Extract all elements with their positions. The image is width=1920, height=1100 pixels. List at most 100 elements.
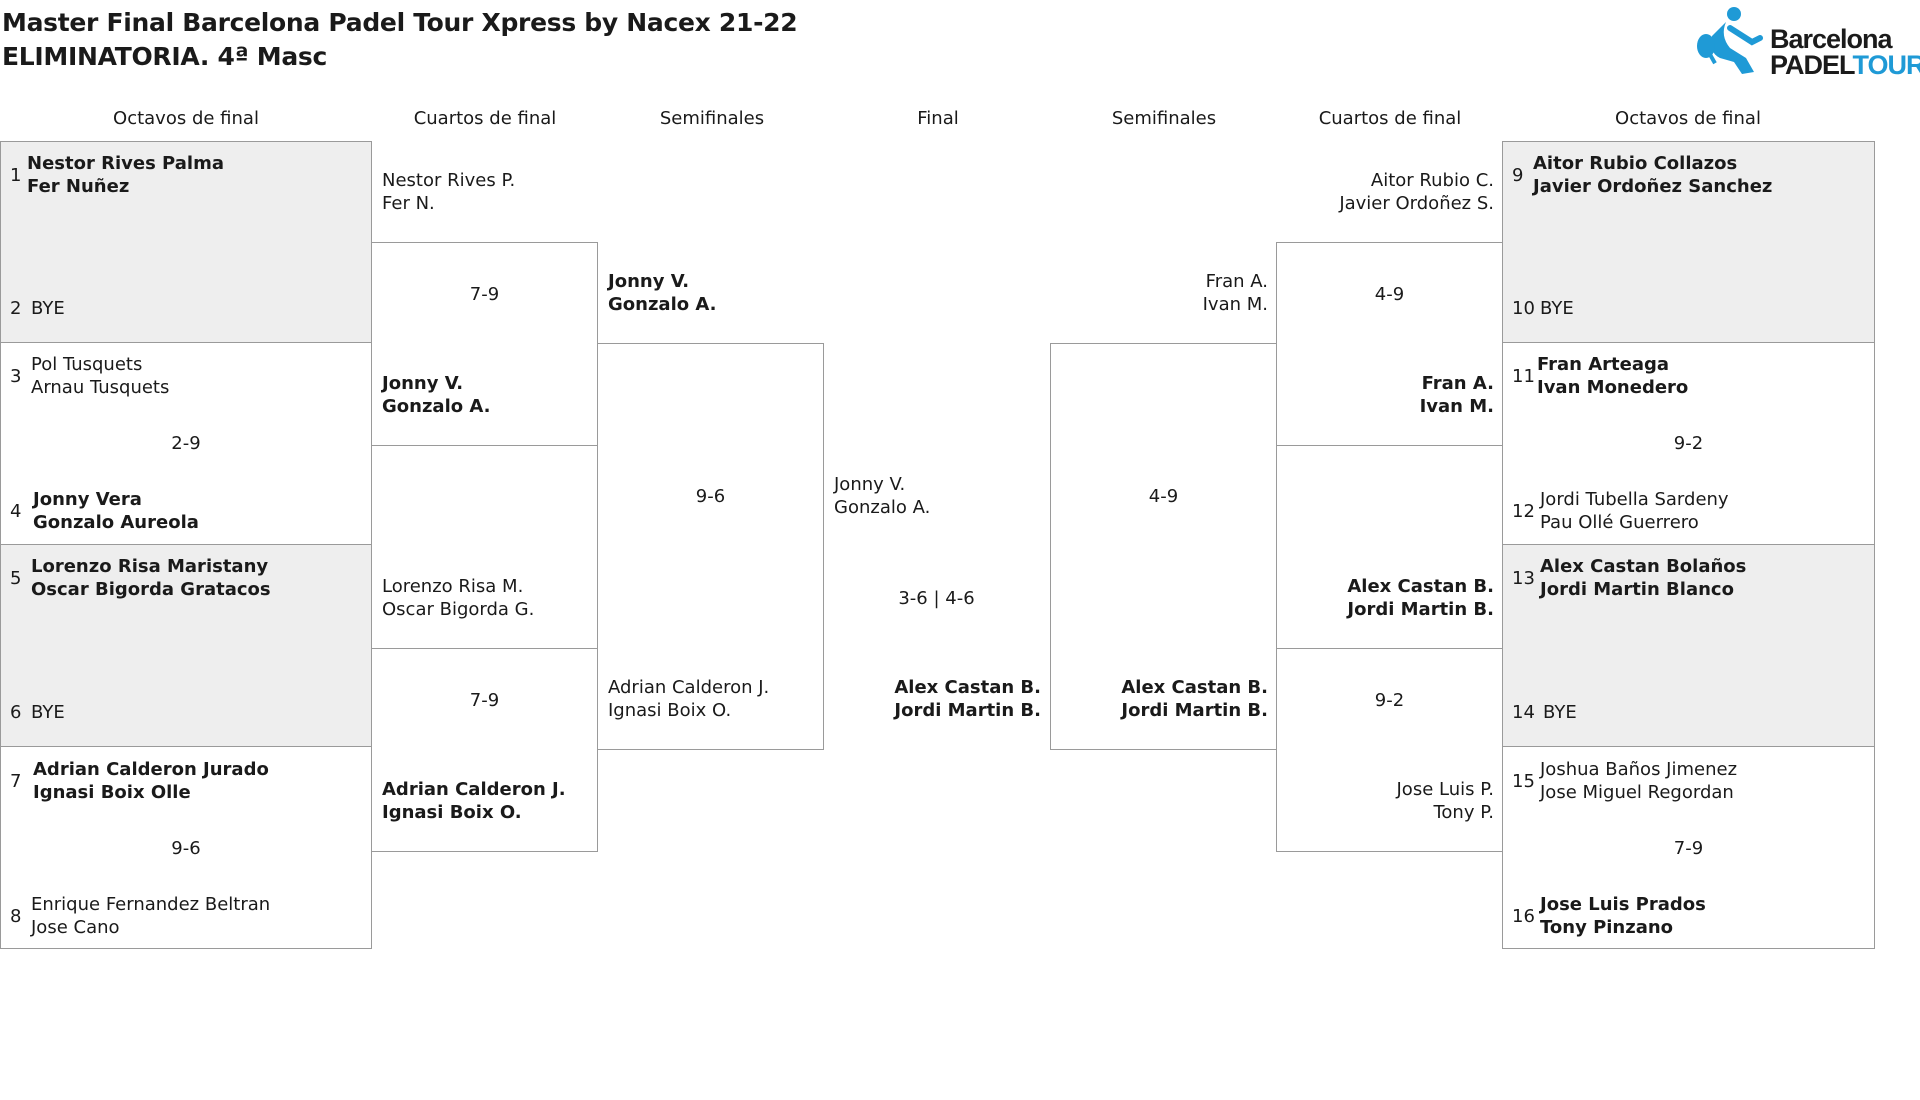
team-name: Jordi Martin Blanco [1540,579,1734,600]
seed-number: 6 [10,702,22,723]
team-name: Tony Pinzano [1540,917,1674,938]
seed-number: 7 [10,771,22,792]
col-final: Final [917,108,959,129]
logo-line2: PADELTOUR [1770,50,1920,80]
match-score: 7-9 [1673,838,1704,859]
match-score: 7-9 [469,284,500,305]
team-name: BYE [1543,702,1577,723]
match-score: 7-9 [469,690,500,711]
team-name: Pol Tusquets [31,354,143,375]
team-name: BYE [1540,298,1574,319]
match-box-r16-l1 [0,141,372,343]
team-name: Enrique Fernandez Beltran [31,894,271,915]
seed-number: 12 [1512,501,1535,522]
team-name: Alex Castan Bolaños [1540,556,1747,577]
match-score: 9-2 [1673,433,1704,454]
seed-number: 3 [10,366,22,387]
team-name: Alex Castan B. [1347,576,1494,597]
team-name: Jose Luis P. [1396,779,1495,800]
col-right-qf: Cuartos de final [1318,108,1462,129]
team-name: Jordi Martin B. [1347,599,1494,620]
team-name: Jose Cano [31,917,120,938]
col-left-sf: Semifinales [659,108,765,129]
team-name: Ivan Monedero [1537,377,1689,398]
team-name: Gonzalo A. [382,396,491,417]
team-name: Lorenzo Risa M. [382,576,524,597]
team-name: Adrian Calderon Jurado [33,759,269,780]
seed-number: 2 [10,298,22,319]
match-box-r16-r3 [1502,544,1875,747]
team-name: Jordi Martin B. [1121,700,1268,721]
team-name: Arnau Tusquets [31,377,170,398]
seed-number: 10 [1512,298,1535,319]
seed-number: 15 [1512,771,1535,792]
padel-player-icon [1697,7,1763,74]
match-box-sf-r [1050,343,1277,750]
team-name: Pau Ollé Guerrero [1540,512,1699,533]
seed-number: 14 [1512,702,1535,723]
team-name: Jonny V. [834,474,906,495]
team-name: Jose Miguel Regordan [1540,782,1734,803]
match-box-r16-r4 [1502,746,1875,949]
logo-line1: Barcelona [1770,24,1893,54]
seed-number: 8 [10,906,22,927]
final-score: 3-6 | 4-6 [898,588,975,609]
team-name: Nestor Rives P. [382,170,516,191]
team-name: Jordi Martin B. [894,700,1041,721]
seed-number: 1 [10,165,22,186]
team-name: Fer Nuñez [27,176,130,197]
team-name: Jonny V. [382,373,464,394]
team-name: Oscar Bigorda Gratacos [31,579,271,600]
team-name: BYE [31,298,65,319]
team-name: Alex Castan B. [1121,677,1268,698]
barcelona-padel-tour-logo: Barcelona PADELTOUR [1690,6,1920,80]
team-name: Adrian Calderon J. [608,677,770,698]
match-score: 4-9 [1148,486,1179,507]
team-name: Aitor Rubio Collazos [1533,153,1738,174]
team-name: BYE [31,702,65,723]
team-name: Jonny Vera [33,489,142,510]
team-name: Fran Arteaga [1537,354,1670,375]
team-name: Javier Ordoñez S. [1339,193,1494,214]
match-score: 9-6 [171,838,201,859]
team-name: Fran A. [1421,373,1494,394]
seed-number: 5 [10,568,22,589]
seed-number: 4 [10,501,22,522]
team-name: Lorenzo Risa Maristany [31,556,269,577]
match-score: 9-2 [1374,690,1405,711]
team-name: Gonzalo Aureola [33,512,199,533]
team-name: Alex Castan B. [894,677,1041,698]
match-score: 4-9 [1374,284,1405,305]
page-title: Master Final Barcelona Padel Tour Xpress… [2,8,798,37]
team-name: Aitor Rubio C. [1370,170,1494,191]
team-name: Ignasi Boix O. [608,700,732,721]
col-right-sf: Semifinales [1111,108,1217,129]
team-name: Ivan M. [1202,294,1268,315]
seed-number: 16 [1512,906,1535,927]
match-score: 2-9 [171,433,201,454]
team-name: Fran A. [1205,271,1268,292]
team-name: Jonny V. [608,271,690,292]
team-name: Jose Luis Prados [1540,894,1706,915]
match-box-qf-l2 [371,648,598,852]
seed-number: 9 [1512,165,1524,186]
team-name: Adrian Calderon J. [382,779,566,800]
team-name: Nestor Rives Palma [27,153,224,174]
match-box-sf-l [597,343,824,750]
seed-number: 13 [1512,568,1535,589]
team-name: Ivan M. [1419,396,1494,417]
team-name: Jordi Tubella Sardeny [1540,489,1729,510]
team-name: Gonzalo A. [834,497,931,518]
seed-number: 11 [1512,366,1535,387]
team-name: Fer N. [382,193,435,214]
team-name: Ignasi Boix O. [382,802,522,823]
team-name: Ignasi Boix Olle [33,782,191,803]
team-name: Javier Ordoñez Sanchez [1533,176,1773,197]
col-left-r16: Octavos de final [113,108,259,129]
col-right-r16: Octavos de final [1615,108,1761,129]
page-subtitle: ELIMINATORIA. 4ª Masc [2,42,328,71]
team-name: Oscar Bigorda G. [382,599,535,620]
col-left-qf: Cuartos de final [413,108,557,129]
team-name: Gonzalo A. [608,294,717,315]
match-score: 9-6 [695,486,726,507]
